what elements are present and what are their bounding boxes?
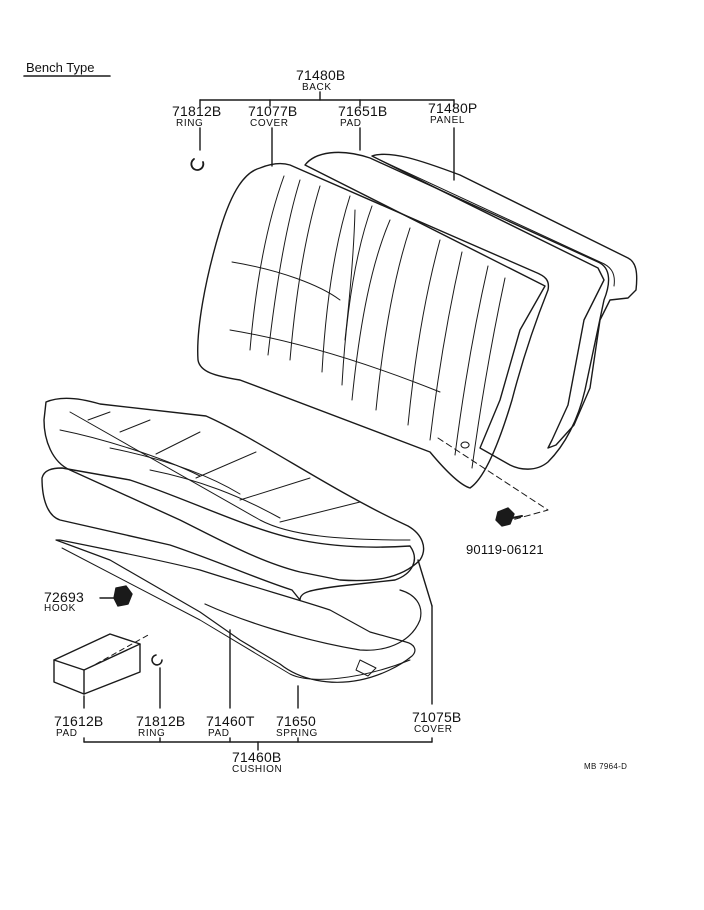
label-ring-top-number: 71812B: [172, 103, 222, 119]
bolt-shape: [495, 507, 523, 527]
label-cover-cushion-name: COVER: [414, 724, 453, 735]
label-ring-top-name: RING: [176, 118, 204, 129]
label-bolt-number: 90119-06121: [466, 542, 544, 557]
label-cover-back-name: COVER: [250, 118, 289, 129]
label-spring-name: SPRING: [276, 728, 318, 739]
label-pad-cushion-number: 71460T: [206, 713, 255, 729]
label-pad-cushion-name: PAD: [208, 728, 230, 739]
ring-bottom-shape: [151, 654, 163, 666]
cushion-cover-pleats: [59, 411, 411, 541]
spring-frame-shape: [55, 539, 416, 683]
label-pad-back-number: 71651B: [338, 103, 388, 119]
back-cover-pleats: [229, 175, 506, 469]
label-ring-bottom-name: RING: [138, 728, 166, 739]
back-panel-shape: [371, 153, 638, 449]
label-panel-number: 71480P: [428, 100, 478, 116]
diagram-code: MB 7964-D: [584, 762, 628, 771]
cushion-pad-shape: [41, 467, 415, 601]
label-back-name: BACK: [302, 82, 332, 93]
ring-top-shape: [190, 158, 205, 171]
label-pad-block-number: 71612B: [54, 713, 104, 729]
label-cover-cushion-number: 71075B: [412, 709, 462, 725]
cushion-bracket: [83, 559, 433, 751]
label-cushion-number: 71460B: [232, 749, 282, 765]
label-ring-bottom-number: 71812B: [136, 713, 186, 729]
label-panel-name: PANEL: [430, 115, 466, 126]
label-hook-name: HOOK: [44, 603, 76, 614]
bolt-leader: [437, 437, 549, 521]
label-cover-back-number: 71077B: [248, 103, 298, 119]
label-hook-number: 72693: [44, 589, 84, 605]
hook-shape: [99, 585, 133, 607]
label-back-number: 71480B: [296, 67, 346, 83]
back-cover-shape: [197, 162, 550, 489]
label-spring-number: 71650: [276, 713, 316, 729]
back-pad-shape: [304, 151, 610, 470]
cushion-cover-shape: [43, 397, 425, 582]
pad-block-shape: [53, 633, 151, 695]
diagram-title: Bench Type: [26, 60, 95, 75]
label-pad-back-name: PAD: [340, 118, 362, 129]
back-bracket: [199, 91, 455, 181]
label-cushion-name: CUSHION: [232, 764, 283, 775]
label-pad-block-name: PAD: [56, 728, 78, 739]
